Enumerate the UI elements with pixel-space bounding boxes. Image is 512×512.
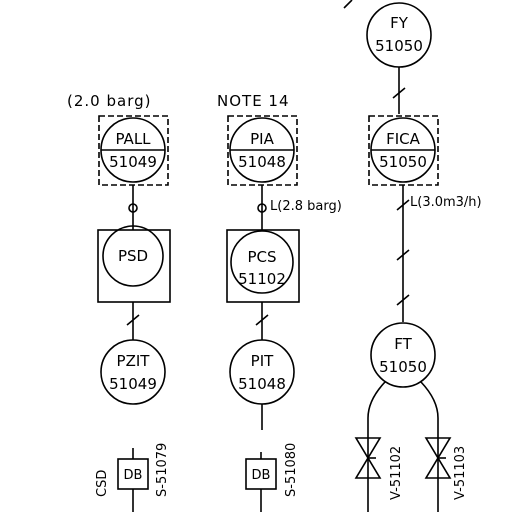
pressure-note-left: (2.0 barg) [67, 92, 151, 110]
v51102-label: V-51102 [389, 446, 404, 500]
pit-tag: PIT [251, 352, 274, 370]
ft-bubble [370, 322, 436, 388]
csd-label: CSD [95, 470, 110, 497]
fica-number: 51050 [379, 153, 427, 171]
pzit-bubble [100, 339, 166, 405]
pcs-tag: PCS [247, 248, 276, 266]
pit-number: 51048 [238, 375, 286, 393]
db-right-label: DB [252, 468, 271, 483]
valve-v51102 [354, 437, 382, 479]
v51103-label: V-51103 [453, 446, 468, 500]
pia-setpoint-label: L(2.8 barg) [270, 199, 342, 214]
pzit-tag: PZIT [117, 352, 151, 370]
fica-tag: FICA [386, 130, 421, 148]
psd-tag: PSD [118, 247, 148, 265]
fy-tag: FY [390, 14, 409, 32]
pia-number: 51048 [238, 153, 286, 171]
note-14: NOTE 14 [217, 92, 290, 110]
ft-number: 51050 [379, 358, 427, 376]
pzit-number: 51049 [109, 375, 157, 393]
pall-tag: PALL [115, 130, 151, 148]
pcs-number: 51102 [238, 270, 286, 288]
pcs-box [226, 229, 300, 303]
ft-tag: FT [394, 335, 412, 353]
db-left-label: DB [124, 468, 143, 483]
pit-bubble [229, 339, 295, 405]
pia-tag: PIA [250, 130, 274, 148]
valve-v51103 [424, 437, 452, 479]
psd-box [97, 229, 171, 303]
s51079-label: S-51079 [155, 443, 170, 497]
fy-bubble [366, 2, 432, 68]
fy-number: 51050 [375, 37, 423, 55]
pall-number: 51049 [109, 153, 157, 171]
fica-setpoint-label: L(3.0m3/h) [410, 195, 482, 210]
s51080-label: S-51080 [284, 443, 299, 497]
